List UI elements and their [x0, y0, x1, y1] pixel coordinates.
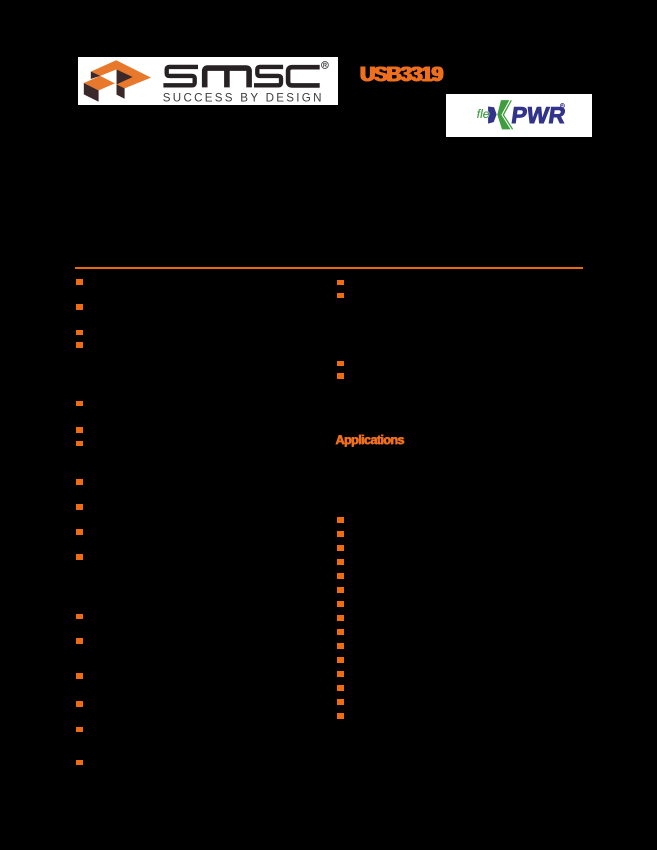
- svg-text:SUCCESS BY DESIGN: SUCCESS BY DESIGN: [162, 92, 323, 105]
- svg-text:fle: fle: [477, 107, 490, 121]
- svg-text:fle: fle: [477, 107, 490, 121]
